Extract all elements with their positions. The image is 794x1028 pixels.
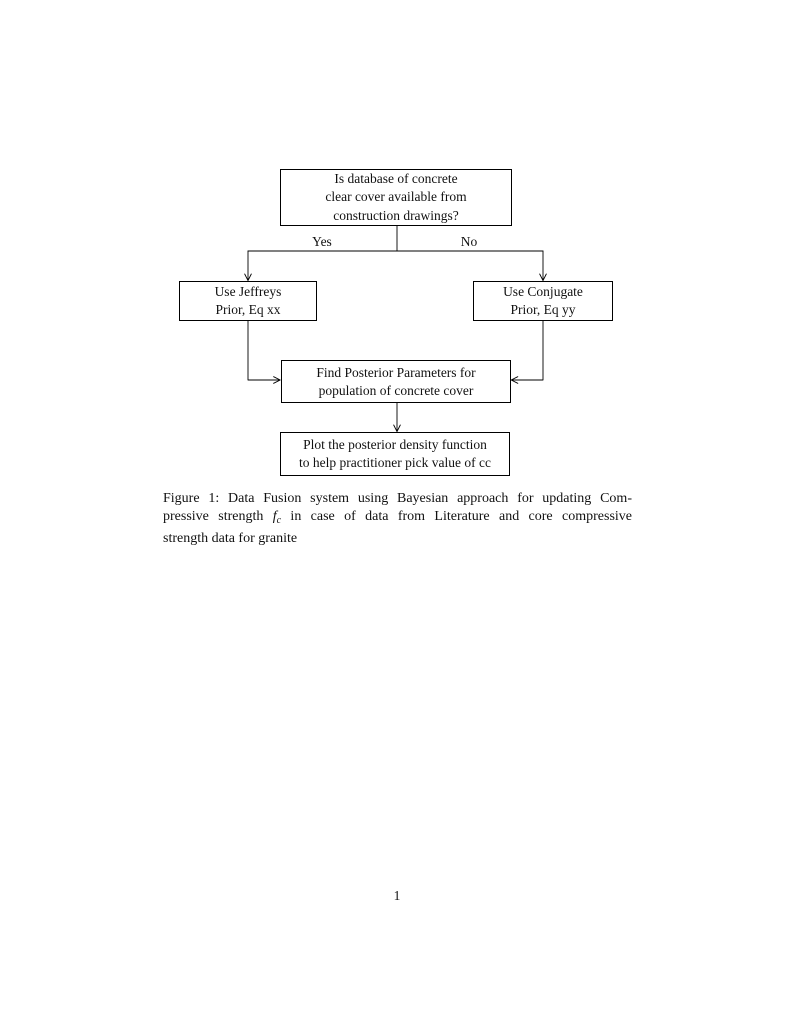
connector-conjugate-posterior (511, 320, 544, 381)
plot-density-line1: Plot the posterior density function (303, 437, 487, 452)
jeffreys-prior-box: Use Jeffreys Prior, Eq xx (179, 281, 317, 321)
jeffreys-prior-line2: Prior, Eq xx (215, 302, 281, 317)
plot-density-box: Plot the posterior density function to h… (280, 432, 510, 476)
arrowhead-yes (244, 273, 252, 282)
posterior-parameters-box: Find Posterior Parameters for population… (281, 360, 511, 403)
conjugate-prior-box: Use Conjugate Prior, Eq yy (473, 281, 613, 321)
arrowhead-conjugate-posterior (510, 376, 519, 384)
caption-line2-pre: pressive strength (163, 509, 273, 524)
decision-box-line1: Is database of concrete (334, 170, 458, 186)
jeffreys-prior-line1: Use Jeffreys (214, 284, 282, 299)
decision-box-line2: clear cover available from (325, 189, 467, 205)
math-fc-variable: f (272, 509, 277, 524)
decision-box-line3: construction drawings? (333, 207, 459, 223)
arrowhead-posterior-plot (393, 424, 401, 433)
no-branch-label: No (460, 234, 478, 249)
figure-caption-line1: Figure 1: Data Fusion system using Bayes… (163, 491, 632, 506)
yes-branch-label: Yes (312, 234, 332, 249)
figure-caption-line3: strength data for granite (163, 531, 298, 546)
posterior-parameters-line2: population of concrete cover (318, 382, 474, 398)
figure-caption: Figure 1: Data Fusion system using Bayes… (163, 490, 632, 548)
arrowhead-jeffreys-posterior (273, 376, 281, 384)
decision-box: Is database of concrete clear cover avai… (280, 169, 512, 226)
plot-density-line2: to help practitioner pick value of cc (299, 455, 491, 470)
figure-caption-line2: pressive strength fc in case of data fro… (163, 508, 632, 530)
posterior-parameters-line1: Find Posterior Parameters for (316, 364, 476, 380)
arrowhead-no (539, 273, 547, 282)
conjugate-prior-line2: Prior, Eq yy (510, 302, 576, 317)
caption-line2-post: in case of data from Literature and core… (281, 509, 632, 524)
connector-jeffreys-posterior (247, 320, 281, 381)
math-fc-subscript: c (276, 515, 282, 526)
page-number: 1 (393, 888, 401, 903)
conjugate-prior-line1: Use Conjugate (503, 284, 583, 299)
